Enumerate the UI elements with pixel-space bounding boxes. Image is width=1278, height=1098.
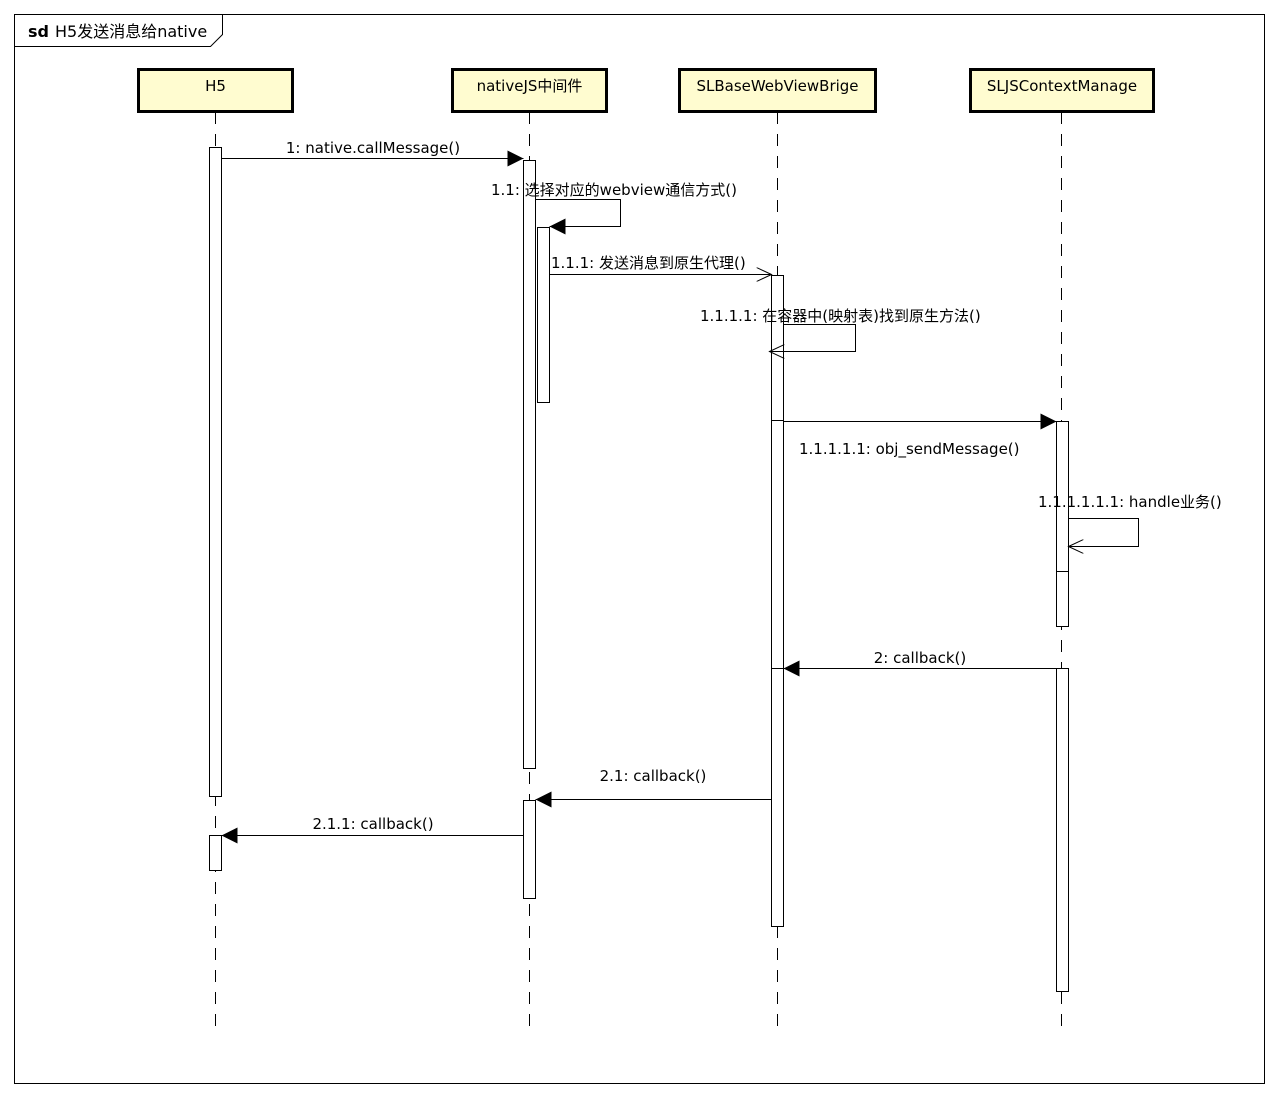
- message-label: 2.1.1: callback(): [312, 815, 433, 833]
- message-label: 1: native.callMessage(): [286, 139, 460, 157]
- activation-ctx-2: [1056, 571, 1069, 627]
- message-label: 1.1.1: 发送消息到原生代理(): [551, 254, 746, 272]
- frame-name: H5发送消息给native: [55, 22, 207, 41]
- message-label: 1.1: 选择对应的webview通信方式(): [491, 181, 737, 199]
- message-1-1-1-1-1[interactable]: 1.1.1.1.1: obj_sendMessage(): [783, 413, 1057, 460]
- participant-js[interactable]: nativeJS中间件: [451, 68, 608, 113]
- activation-h5-2: [209, 835, 222, 871]
- activation-js-nested: [537, 227, 550, 403]
- message-1-1[interactable]: 1.1: 选择对应的webview通信方式(): [491, 181, 737, 235]
- participant-label: H5: [205, 77, 226, 95]
- message-1[interactable]: 1: native.callMessage(): [221, 139, 524, 167]
- message-2[interactable]: 2: callback(): [783, 649, 1057, 677]
- participant-h5[interactable]: H5: [137, 68, 294, 113]
- frame-keyword: sd: [28, 22, 49, 41]
- participant-label: nativeJS中间件: [477, 77, 583, 95]
- participant-label: SLBaseWebViewBrige: [696, 77, 858, 95]
- frame-tab: [14, 14, 223, 47]
- message-2-1[interactable]: 2.1: callback(): [535, 767, 772, 808]
- activation-h5-1: [209, 147, 222, 797]
- message-1-1-1-1-1-1[interactable]: 1.1.1.1.1.1: handle业务(): [1038, 493, 1222, 547]
- activation-bridge-3: [771, 668, 784, 927]
- participant-bridge[interactable]: SLBaseWebViewBrige: [678, 68, 877, 113]
- message-label: 1.1.1.1.1.1: handle业务(): [1038, 493, 1222, 511]
- activation-js-1: [523, 160, 536, 769]
- frame-title: sd H5发送消息给native: [28, 22, 207, 41]
- message-2-1-1[interactable]: 2.1.1: callback(): [221, 815, 524, 844]
- message-label: 1.1.1.1: 在容器中(映射表)找到原生方法(): [700, 307, 981, 325]
- participant-label: SLJSContextManage: [987, 77, 1137, 95]
- participant-ctx[interactable]: SLJSContextManage: [969, 68, 1155, 113]
- message-1-1-1-1[interactable]: 1.1.1.1: 在容器中(映射表)找到原生方法(): [700, 307, 981, 352]
- message-label: 1.1.1.1.1: obj_sendMessage(): [799, 440, 1020, 459]
- message-label: 2: callback(): [874, 649, 967, 667]
- message-1-1-1[interactable]: 1.1.1: 发送消息到原生代理(): [549, 254, 772, 275]
- activation-bridge-2: [771, 420, 784, 669]
- activation-ctx-3: [1056, 668, 1069, 992]
- activation-bridge-1: [771, 275, 784, 421]
- diagram-frame: [14, 14, 1265, 1084]
- activation-js-2: [523, 800, 536, 899]
- message-label: 2.1: callback(): [600, 767, 707, 785]
